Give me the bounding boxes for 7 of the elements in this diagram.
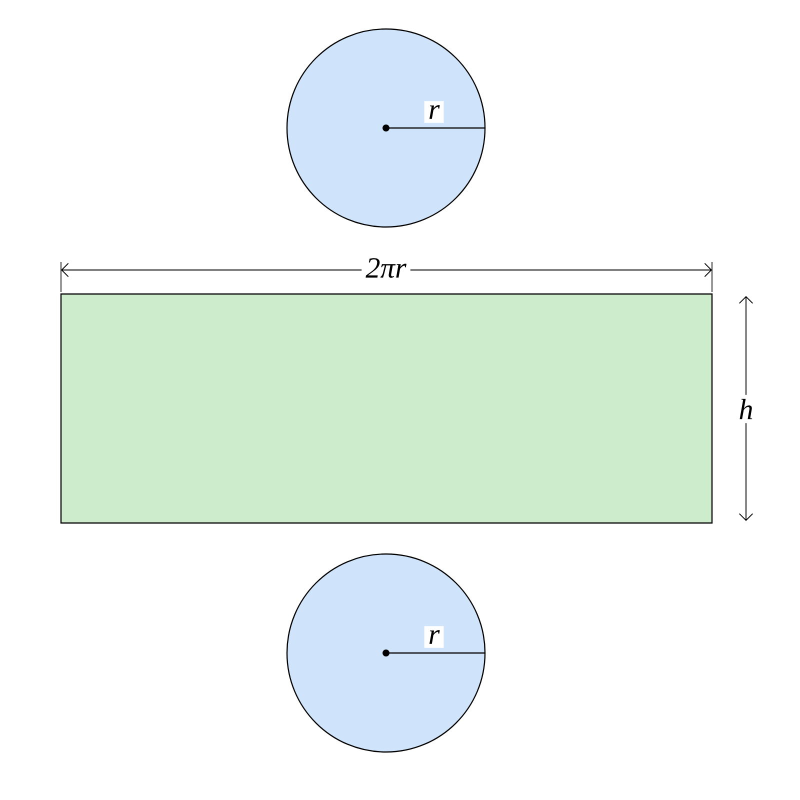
radius-label: r	[424, 626, 444, 648]
radius-label: r	[424, 101, 444, 123]
circle	[286, 553, 486, 753]
circle	[286, 28, 486, 228]
dimension-label: h	[734, 394, 758, 424]
rectangle	[60, 293, 713, 524]
dimension-label: 2πr	[362, 254, 410, 282]
